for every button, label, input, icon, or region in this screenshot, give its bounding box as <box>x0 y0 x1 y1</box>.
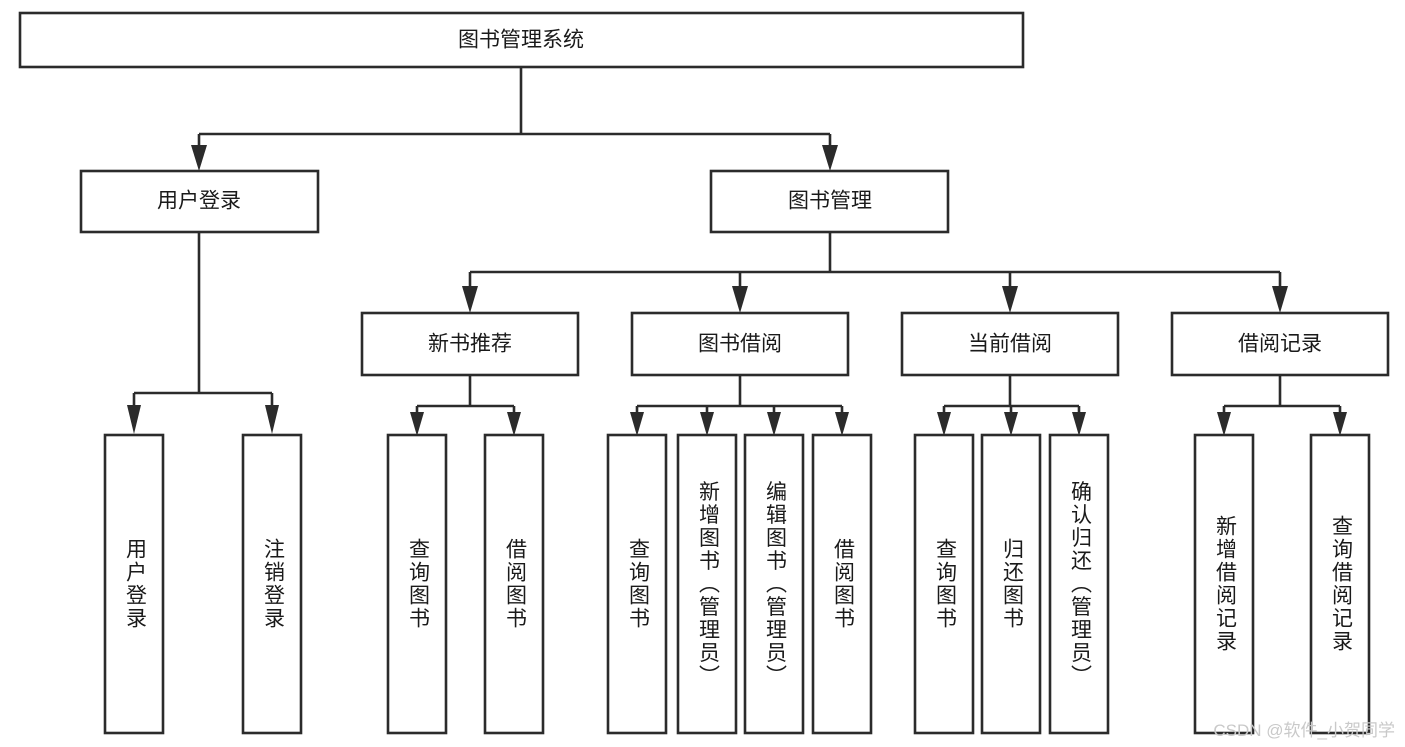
arrow-head-icon <box>191 145 207 171</box>
leaf-box[interactable] <box>241 433 303 735</box>
node-user-login-box[interactable] <box>79 169 320 234</box>
leaf-label: 编辑图书（管理员） <box>763 481 787 688</box>
leaf-node-return-book[interactable]: 归还图书 <box>980 433 1042 735</box>
leaf-box[interactable] <box>483 433 545 735</box>
node-borrow-record-label: 借阅记录 <box>1238 333 1322 356</box>
connector-group-userlogin <box>127 232 279 434</box>
leaf-node-confirm-return-admin[interactable]: 确认归还（管理员） <box>1048 433 1110 735</box>
node-book-borrow-label: 图书借阅 <box>698 333 782 356</box>
leaf-box[interactable] <box>676 433 738 735</box>
leaf-node-user-login[interactable]: 用户登录 <box>103 433 165 735</box>
node-borrow-record-box[interactable] <box>1170 311 1390 377</box>
arrow-head-icon <box>127 405 141 434</box>
arrow-head-icon <box>835 412 849 436</box>
leaf-box[interactable] <box>103 433 165 735</box>
leaf-node-borrow-book-newbook[interactable]: 借阅图书 <box>483 433 545 735</box>
arrow-head-icon <box>1333 412 1347 436</box>
leaf-box[interactable] <box>386 433 448 735</box>
leaf-box[interactable] <box>1048 433 1110 735</box>
node-new-book-recommend-box[interactable] <box>360 311 580 377</box>
arrow-head-icon <box>1004 412 1018 436</box>
connector-group-borrow <box>630 375 849 436</box>
leaf-box[interactable] <box>606 433 668 735</box>
connector-group-bookmgmt <box>462 232 1288 313</box>
leaf-box[interactable] <box>1309 433 1371 735</box>
leaf-label: 借阅图书 <box>831 538 855 630</box>
leaf-node-query-book-current[interactable]: 查询图书 <box>913 433 975 735</box>
arrow-head-icon <box>265 405 279 434</box>
leaf-box[interactable] <box>913 433 975 735</box>
connector-group-record <box>1217 375 1347 436</box>
arrow-head-icon <box>410 412 424 436</box>
node-book-management[interactable]: 图书管理 <box>709 169 950 234</box>
connector-group-root <box>191 67 838 171</box>
node-book-management-label: 图书管理 <box>788 190 872 213</box>
leaf-label: 新增借阅记录 <box>1213 515 1237 653</box>
arrow-head-icon <box>767 412 781 436</box>
leaf-label: 查询图书 <box>406 538 430 630</box>
node-root-label: 图书管理系统 <box>458 29 584 52</box>
arrow-head-icon <box>507 412 521 436</box>
leaf-box[interactable] <box>980 433 1042 735</box>
leaf-box[interactable] <box>1193 433 1255 735</box>
arrow-head-icon <box>700 412 714 436</box>
leaf-node-query-borrow-record[interactable]: 查询借阅记录 <box>1309 433 1371 735</box>
node-book-borrow-box[interactable] <box>630 311 850 377</box>
node-current-borrow[interactable]: 当前借阅 <box>900 311 1120 377</box>
leaf-label: 确认归还（管理员） <box>1068 481 1092 688</box>
leaf-label: 借阅图书 <box>503 538 527 630</box>
arrow-head-icon <box>1272 286 1288 313</box>
leaf-node-add-borrow-record[interactable]: 新增借阅记录 <box>1193 433 1255 735</box>
leaf-node-query-book-newbook[interactable]: 查询图书 <box>386 433 448 735</box>
leaf-label: 新增图书（管理员） <box>696 481 720 688</box>
leaf-label: 查询图书 <box>626 538 650 630</box>
node-borrow-record[interactable]: 借阅记录 <box>1170 311 1390 377</box>
arrow-head-icon <box>822 145 838 171</box>
node-user-login[interactable]: 用户登录 <box>79 169 320 234</box>
connector-group-current <box>937 375 1086 436</box>
leaf-node-logout[interactable]: 注销登录 <box>241 433 303 735</box>
connector-group-newbook <box>410 375 521 436</box>
arrow-head-icon <box>462 286 478 313</box>
arrow-head-icon <box>1072 412 1086 436</box>
node-current-borrow-label: 当前借阅 <box>968 333 1052 356</box>
leaf-label: 归还图书 <box>1000 538 1024 630</box>
node-user-login-label: 用户登录 <box>157 190 241 213</box>
leaf-node-add-book-admin[interactable]: 新增图书（管理员） <box>676 433 738 735</box>
leaf-label: 用户登录 <box>123 538 147 630</box>
leaf-node-borrow-book-borrow[interactable]: 借阅图书 <box>811 433 873 735</box>
arrow-head-icon <box>1002 286 1018 313</box>
arrow-head-icon <box>1217 412 1231 436</box>
leaf-box[interactable] <box>743 433 805 735</box>
leaf-label: 查询借阅记录 <box>1329 515 1353 653</box>
node-current-borrow-box[interactable] <box>900 311 1120 377</box>
node-book-management-box[interactable] <box>709 169 950 234</box>
leaf-label: 注销登录 <box>261 538 285 630</box>
leaf-box[interactable] <box>811 433 873 735</box>
leaf-label: 查询图书 <box>933 538 957 630</box>
node-book-borrow[interactable]: 图书借阅 <box>630 311 850 377</box>
arrow-head-icon <box>630 412 644 436</box>
leaf-node-query-book-borrow[interactable]: 查询图书 <box>606 433 668 735</box>
arrow-head-icon <box>732 286 748 313</box>
node-root[interactable]: 图书管理系统 <box>18 11 1025 69</box>
watermark-text: CSDN @软件_小贺同学 <box>1213 721 1395 740</box>
arrow-head-icon <box>937 412 951 436</box>
node-new-book-recommend[interactable]: 新书推荐 <box>360 311 580 377</box>
leaf-node-edit-book-admin[interactable]: 编辑图书（管理员） <box>743 433 805 735</box>
node-root-box[interactable] <box>18 11 1025 69</box>
node-new-book-recommend-label: 新书推荐 <box>428 333 512 356</box>
